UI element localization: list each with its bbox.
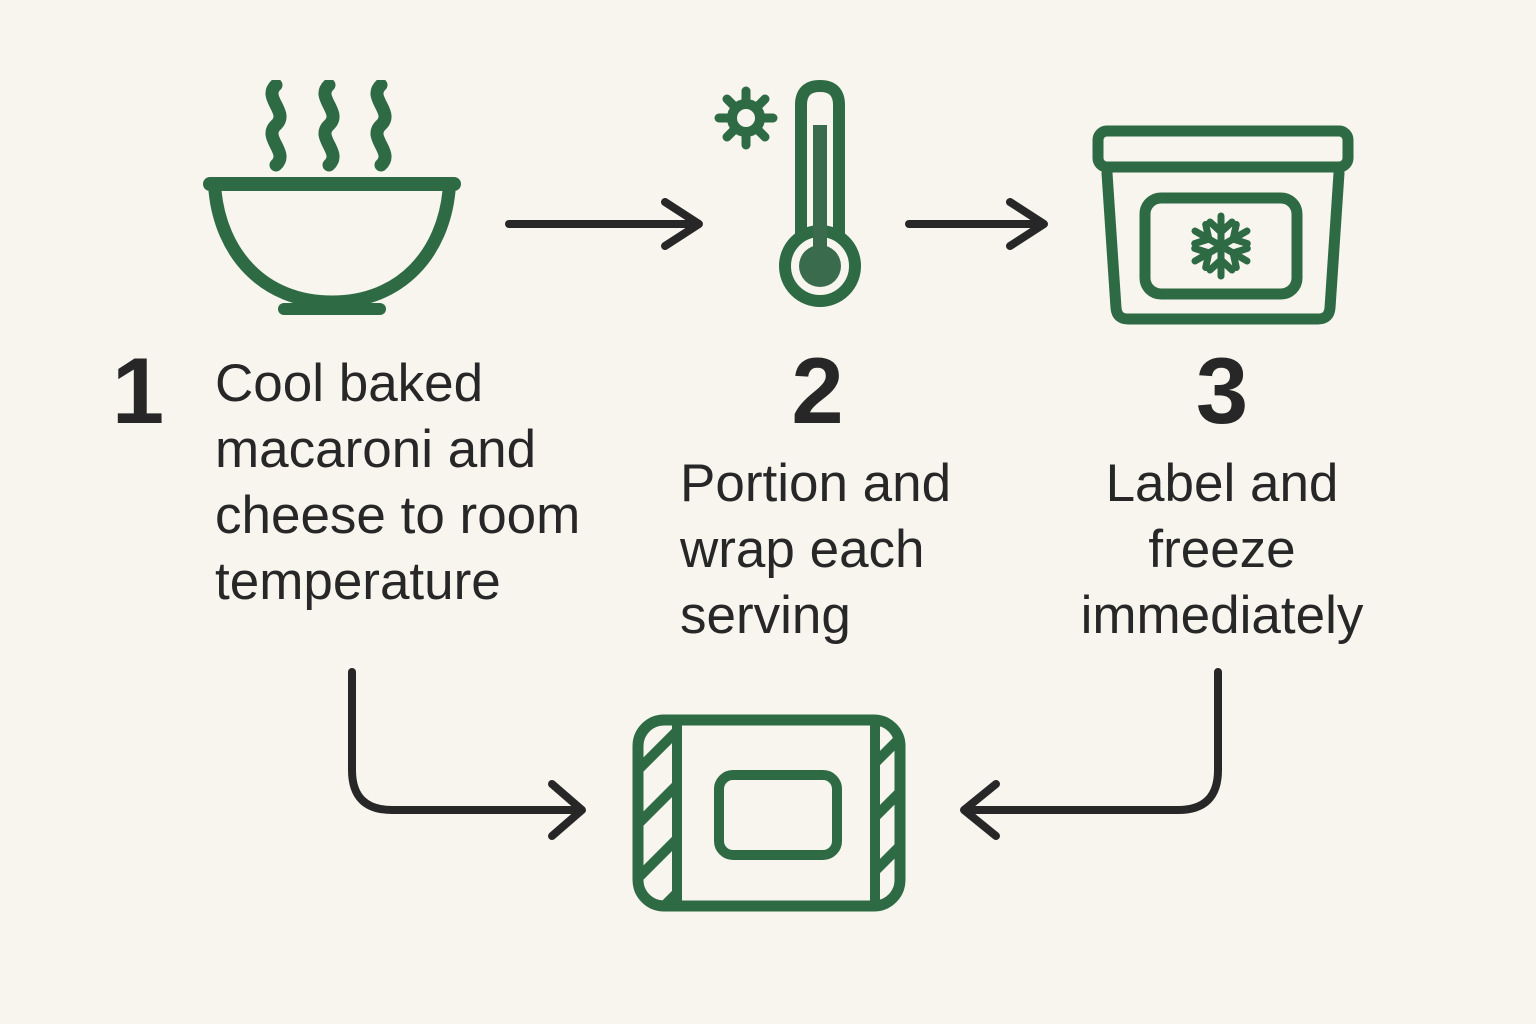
thermometer-sun-icon	[712, 78, 862, 308]
step-number-2: 2	[791, 338, 844, 443]
snowflake-icon	[1191, 212, 1251, 280]
freezer-container-snowflake-icon	[1089, 122, 1357, 326]
step-number-1: 1	[111, 338, 165, 443]
arrow-step-2-to-step-3-icon	[903, 196, 1050, 252]
step-label-3: Label and freeze immediately	[1080, 454, 1364, 645]
step-label-1: Cool baked macaroni and cheese to room t…	[215, 354, 581, 611]
step-number-3: 3	[1195, 338, 1249, 443]
step-label-2: Portion and wrap each serving	[680, 454, 952, 645]
arrow-step-1-to-step-2-icon	[503, 196, 707, 252]
arrow-step-3-to-package-icon	[946, 660, 1228, 846]
wrapped-frozen-package-icon	[632, 714, 906, 912]
arrow-step-1-to-package-icon	[330, 660, 602, 846]
steaming-bowl-icon	[202, 78, 462, 316]
